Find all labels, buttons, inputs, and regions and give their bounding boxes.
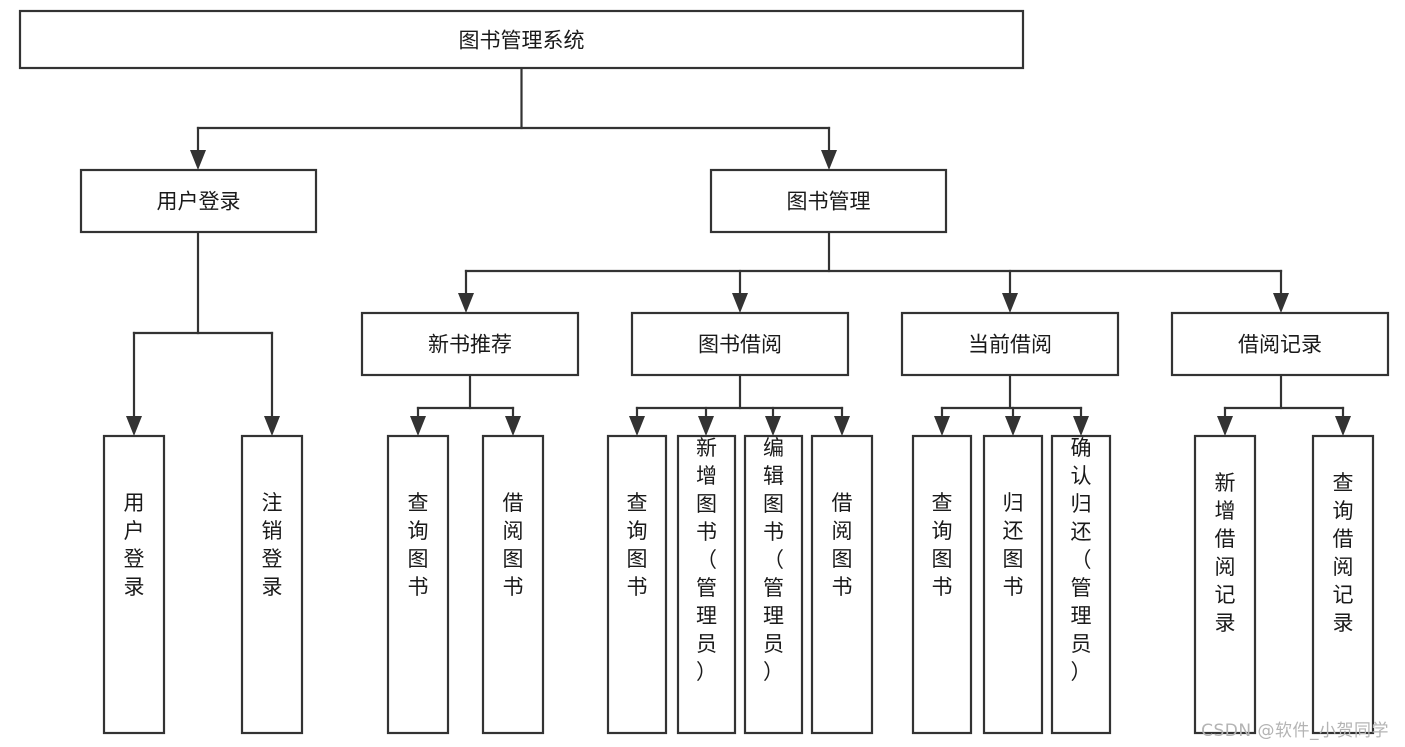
node-leaf-query-book-2-box[interactable] [606, 434, 668, 735]
node-leaf-borrow-book-2[interactable]: 借阅图书 [810, 434, 874, 735]
node-leaf-query-record[interactable]: 查询借阅记录 [1311, 434, 1375, 735]
node-leaf-query-book-3-box[interactable] [911, 434, 973, 735]
connector-group-current-borrow [934, 373, 1089, 436]
node-leaf-query-book-1[interactable]: 查询图书 [386, 434, 450, 735]
node-leaf-query-book-1-label: 查询图书 [408, 491, 429, 599]
node-leaf-add-book-box[interactable] [676, 434, 737, 735]
arrowhead-to-leaf-return-book [1005, 416, 1021, 436]
node-leaf-user-login-label: 用户登录 [124, 491, 145, 599]
node-leaf-logout[interactable]: 注销登录 [240, 434, 304, 735]
connector-group-book-manage [458, 230, 1289, 313]
node-user-login[interactable]: 用户登录 [79, 168, 318, 234]
node-leaf-query-book-2-label: 查询图书 [627, 491, 648, 599]
node-leaf-query-book-2[interactable]: 查询图书 [606, 434, 668, 735]
arrowhead-to-book-borrow [732, 293, 748, 313]
node-leaf-logout-label: 注销登录 [262, 491, 283, 599]
node-leaf-borrow-book-2-box[interactable] [810, 434, 874, 735]
node-leaf-query-book-3-label: 查询图书 [932, 491, 953, 599]
node-new-book-recommend-label: 新书推荐 [428, 333, 512, 357]
node-book-manage-label: 图书管理 [787, 190, 871, 214]
node-leaf-confirm-return[interactable]: 确认归还（管理员） [1050, 434, 1112, 735]
node-borrow-record-label: 借阅记录 [1238, 333, 1322, 357]
node-leaf-add-book-label: 新增图书（管理员） [696, 436, 717, 684]
node-new-book-recommend[interactable]: 新书推荐 [360, 311, 580, 377]
arrowhead-root-to-user-login [190, 150, 206, 170]
node-leaf-query-record-label: 查询借阅记录 [1333, 471, 1354, 635]
arrowhead-to-borrow-record [1273, 293, 1289, 313]
node-leaf-query-book-1-box[interactable] [386, 434, 450, 735]
arrowhead-to-leaf-query-book-2 [629, 416, 645, 436]
node-leaf-borrow-book-1-box[interactable] [481, 434, 545, 735]
arrowhead-to-leaf-borrow-book-2 [834, 416, 850, 436]
node-leaf-confirm-return-label: 确认归还（管理员） [1071, 436, 1092, 684]
arrowhead-to-leaf-confirm-return [1073, 416, 1089, 436]
arrowhead-to-leaf-edit-book [765, 416, 781, 436]
node-leaf-edit-book[interactable]: 编辑图书（管理员） [743, 434, 804, 735]
arrowhead-to-leaf-query-record [1335, 416, 1351, 436]
arrowhead-to-leaf-add-record [1217, 416, 1233, 436]
node-leaf-borrow-book-1-label: 借阅图书 [503, 491, 524, 599]
arrowhead-to-new-book-recommend [458, 293, 474, 313]
node-current-borrow[interactable]: 当前借阅 [900, 311, 1120, 377]
node-book-manage[interactable]: 图书管理 [709, 168, 948, 234]
node-borrow-record[interactable]: 借阅记录 [1170, 311, 1390, 377]
arrowhead-root-to-book-manage [821, 150, 837, 170]
node-book-borrow-label: 图书借阅 [698, 333, 782, 357]
node-user-login-box[interactable] [79, 168, 318, 234]
node-leaf-borrow-book-2-label: 借阅图书 [832, 491, 853, 599]
node-leaf-add-record-label: 新增借阅记录 [1215, 471, 1236, 635]
connector-group-root [190, 66, 837, 170]
node-root-box[interactable] [18, 9, 1025, 70]
arrowhead-to-leaf-query-book-1 [410, 416, 426, 436]
node-leaf-add-record[interactable]: 新增借阅记录 [1193, 434, 1257, 735]
node-leaf-add-record-box[interactable] [1193, 434, 1257, 735]
node-current-borrow-label: 当前借阅 [968, 333, 1052, 357]
node-book-manage-box[interactable] [709, 168, 948, 234]
arrowhead-to-leaf-add-book [698, 416, 714, 436]
arrowhead-to-leaf-query-book-3 [934, 416, 950, 436]
arrowhead-to-leaf-user-login [126, 416, 142, 436]
connector-group-user-login [126, 230, 280, 436]
node-leaf-user-login-box[interactable] [102, 434, 166, 735]
node-leaf-add-book[interactable]: 新增图书（管理员） [676, 434, 737, 735]
node-root[interactable]: 图书管理系统 [18, 9, 1025, 70]
node-leaf-confirm-return-box[interactable] [1050, 434, 1112, 735]
node-leaf-return-book-box[interactable] [982, 434, 1044, 735]
node-leaf-logout-box[interactable] [240, 434, 304, 735]
node-leaf-return-book-label: 归还图书 [1003, 491, 1024, 599]
arrowhead-to-leaf-borrow-book-1 [505, 416, 521, 436]
node-book-borrow[interactable]: 图书借阅 [630, 311, 850, 377]
node-new-book-recommend-box[interactable] [360, 311, 580, 377]
node-leaf-user-login[interactable]: 用户登录 [102, 434, 166, 735]
node-user-login-label: 用户登录 [157, 190, 241, 214]
node-leaf-return-book[interactable]: 归还图书 [982, 434, 1044, 735]
node-book-borrow-box[interactable] [630, 311, 850, 377]
node-leaf-query-record-box[interactable] [1311, 434, 1375, 735]
connector-group-book-borrow [629, 373, 850, 436]
csdn-watermark: CSDN @软件_小贺同学 [1201, 721, 1389, 741]
arrowhead-to-current-borrow [1002, 293, 1018, 313]
node-root-label: 图书管理系统 [459, 29, 585, 53]
node-leaf-edit-book-label: 编辑图书（管理员） [763, 436, 784, 684]
node-current-borrow-box[interactable] [900, 311, 1120, 377]
node-borrow-record-box[interactable] [1170, 311, 1390, 377]
node-leaf-edit-book-box[interactable] [743, 434, 804, 735]
connector-group-new-book-recommend [410, 373, 521, 436]
node-leaf-query-book-3[interactable]: 查询图书 [911, 434, 973, 735]
node-leaf-borrow-book-1[interactable]: 借阅图书 [481, 434, 545, 735]
arrowhead-to-leaf-logout [264, 416, 280, 436]
connector-group-borrow-record [1217, 373, 1351, 436]
